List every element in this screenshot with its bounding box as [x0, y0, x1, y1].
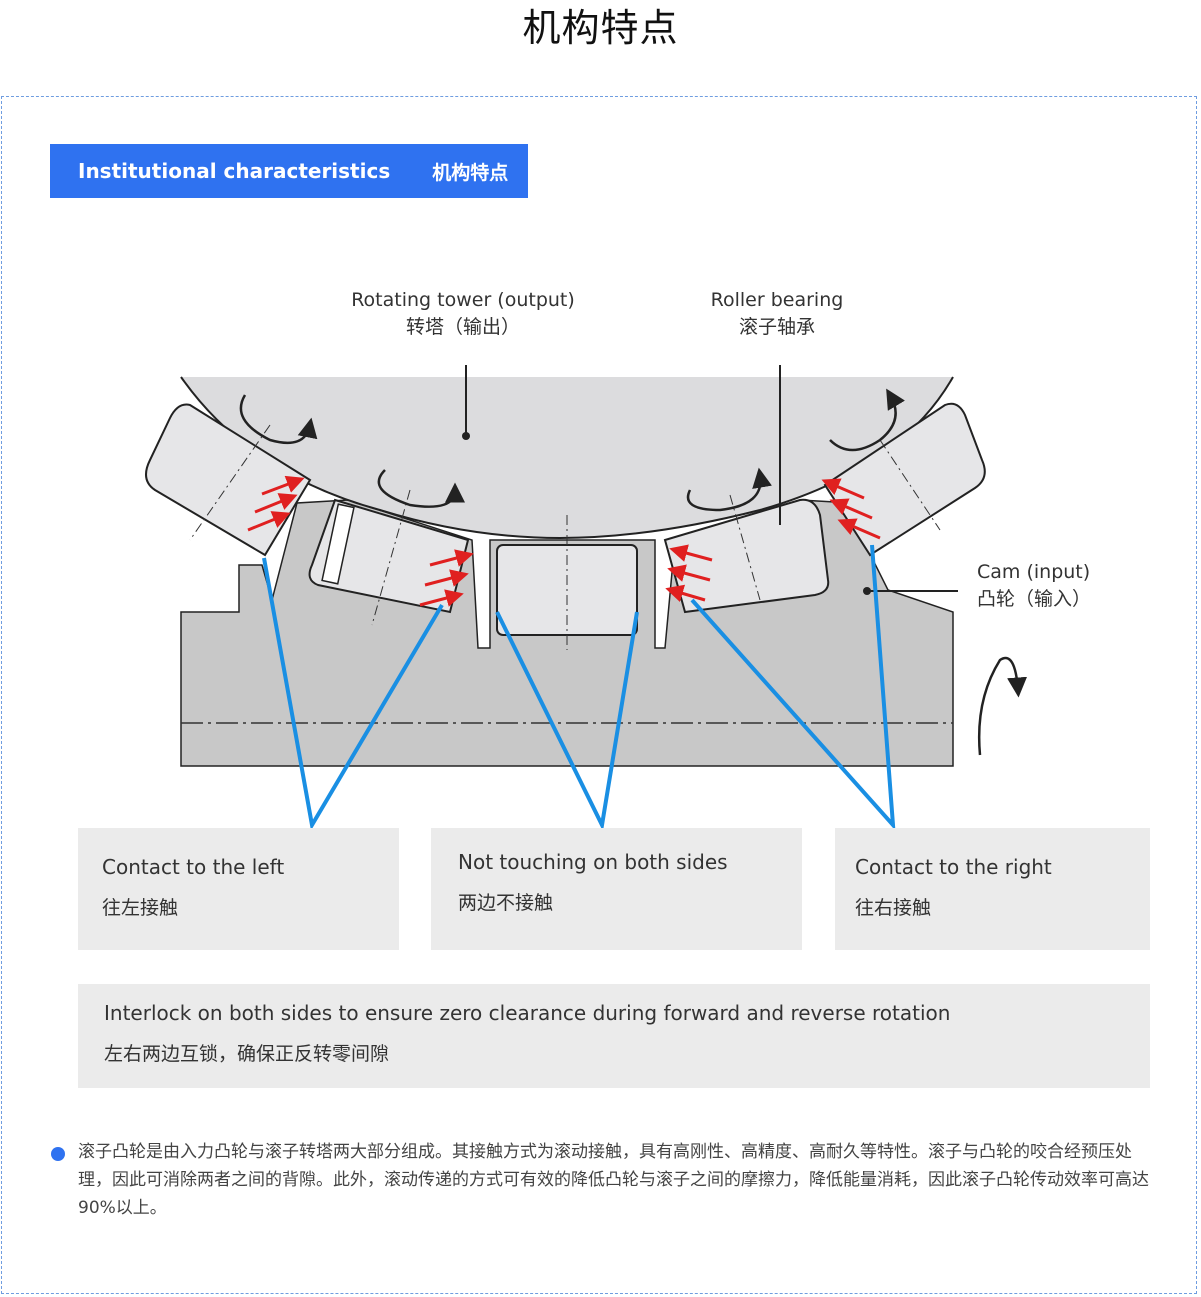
cam-label: Cam (input) 凸轮（输入）: [977, 559, 1091, 613]
content-frame: [1, 96, 1197, 1294]
roller-middle: [496, 515, 638, 650]
section-header: Institutional characteristics 机构特点: [50, 144, 528, 198]
box-no-contact-en: Not touching on both sides: [458, 850, 728, 874]
leader-lines: [465, 365, 958, 592]
box-no-contact-zh: 两边不接触: [458, 892, 554, 914]
roller-far-left: [145, 403, 312, 557]
bearing-label-en: Roller bearing: [710, 289, 844, 311]
section-header-en: Institutional characteristics: [78, 159, 391, 183]
box-contact-left-zh: 往左接触: [102, 897, 179, 919]
description-paragraph: 滚子凸轮是由入力凸轮与滚子转塔两大部分组成。其接触方式为滚动接触，具有高刚性、高…: [78, 1142, 1149, 1218]
rotation-arrows: [239, 388, 1028, 756]
roller-far-right: [823, 402, 986, 557]
tower-label-zh: 转塔（输出）: [405, 316, 520, 338]
box-contact-right: Contact to the right 往右接触: [835, 828, 1150, 950]
box-contact-left-en: Contact to the left: [102, 855, 285, 879]
bullet-dot: [51, 1147, 65, 1161]
box-contact-right-en: Contact to the right: [855, 855, 1052, 879]
box-interlock: Interlock on both sides to ensure zero c…: [78, 984, 1150, 1088]
contact-lines: [262, 544, 896, 832]
box-interlock-en: Interlock on both sides to ensure zero c…: [104, 1001, 951, 1025]
section-header-zh: 机构特点: [432, 161, 509, 184]
tower-label-en: Rotating tower (output): [351, 289, 575, 311]
roller-right: [663, 494, 830, 614]
tower-label: Rotating tower (output) 转塔（输出）: [349, 287, 577, 341]
box-contact-left: Contact to the left 往左接触: [78, 828, 399, 950]
page-title: 机构特点: [522, 6, 679, 50]
bearing-label-zh: 滚子轴承: [738, 316, 815, 338]
cam-label-zh: 凸轮（输入）: [977, 588, 1092, 610]
box-contact-right-zh: 往右接触: [855, 897, 932, 919]
cam-label-en: Cam (input): [977, 561, 1091, 583]
bearing-label: Roller bearing 滚子轴承: [706, 287, 848, 341]
force-arrows: [247, 475, 881, 607]
box-interlock-zh: 左右两边互锁，确保正反转零间隙: [104, 1043, 390, 1065]
box-no-contact: Not touching on both sides 两边不接触: [431, 828, 802, 950]
